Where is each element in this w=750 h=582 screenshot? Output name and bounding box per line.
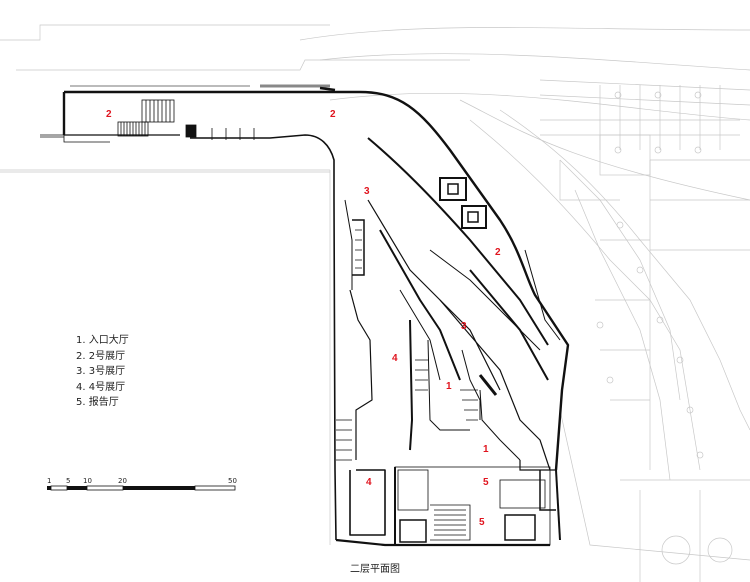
room-labels: 2 2 2 3 3 4 4 1 1 5 5	[106, 109, 501, 528]
legend-item: 4. 4号展厅	[76, 381, 126, 393]
site-context	[0, 24, 750, 582]
room-label: 3	[461, 321, 467, 332]
scale-bar: 1 5 10 20 50	[47, 477, 237, 491]
room-label: 2	[495, 247, 501, 258]
scale-tick: 50	[228, 477, 237, 485]
room-label: 5	[479, 517, 485, 528]
scale-tick: 5	[66, 477, 70, 485]
building-walls	[62, 90, 570, 547]
legend-item: 3. 3号展厅	[76, 366, 126, 377]
room-label: 1	[483, 444, 489, 455]
room-label: 2	[330, 109, 336, 120]
room-label: 5	[483, 477, 489, 488]
plan-caption: 二层平面图	[350, 564, 400, 575]
room-label: 3	[364, 186, 370, 197]
building-details	[40, 84, 556, 546]
scale-tick: 20	[118, 477, 127, 485]
legend-item: 2. 2号展厅	[76, 350, 126, 362]
room-label: 4	[366, 477, 372, 488]
scale-tick: 10	[83, 477, 92, 485]
legend-item: 5. 报告厅	[76, 397, 119, 408]
scale-tick: 1	[47, 477, 51, 485]
legend: 1. 入口大厅 2. 2号展厅 3. 3号展厅 4. 4号展厅 5. 报告厅	[76, 333, 129, 411]
room-label: 4	[392, 353, 398, 364]
room-label: 2	[106, 109, 112, 120]
parking-lots	[540, 85, 740, 459]
legend-item: 1. 入口大厅	[76, 335, 129, 346]
room-label: 1	[446, 381, 452, 392]
